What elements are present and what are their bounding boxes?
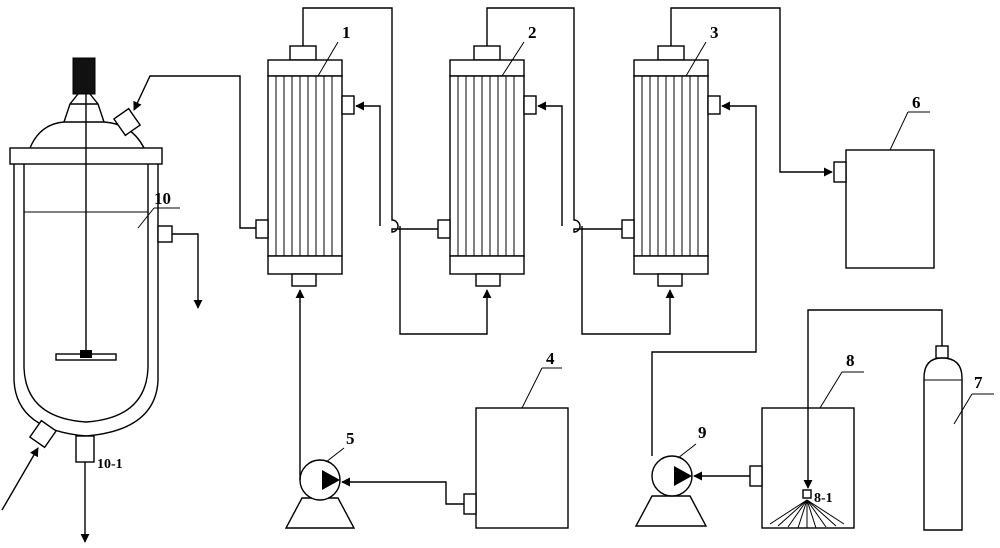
reactor-bottom-inlet [28,419,58,449]
pump-5 [284,459,356,529]
label-4: 4 [546,349,555,368]
reactor-top-nozzle [112,107,142,137]
motor [72,57,96,95]
pipe-coolant-3-in [651,101,757,456]
condenser-1 [255,45,355,287]
reactor-side-nozzle [157,225,173,243]
label-8-1: 8-1 [814,491,833,506]
pipe-tank4-to-pump5 [341,477,464,505]
condenser-3 [621,45,721,287]
label-10-1: 10-1 [97,457,123,472]
pipe-coolant-2-return [537,101,563,226]
nozzle-8-1 [769,489,845,529]
leader-2 [501,41,525,77]
label-7: 7 [974,373,983,392]
reactor-bottom-outlet [75,435,95,463]
leader-3 [685,41,707,77]
pipe-vapor-line [133,75,256,229]
pipe-coolant-2-out [581,226,675,335]
leader-10-b [137,207,155,229]
condenser-2 [437,45,537,287]
leader-7-b [953,393,973,425]
pipe-side-outlet [172,233,203,309]
label-9: 9 [698,423,707,442]
label-5: 5 [346,429,355,448]
label-10: 10 [154,189,171,208]
reactor-vessel [23,164,149,423]
pipe-cylinder7-to-nozzle [803,309,943,489]
motor-stand [63,93,105,123]
gas-cylinder-7 [923,345,963,531]
pipe-coolant-1-return [355,101,381,226]
pipe-top-2-to-3 [486,7,622,233]
label-2: 2 [528,23,537,42]
leader-4-b [521,367,543,409]
leader-9 [677,443,697,459]
leader-8-b [819,371,843,409]
leader-1 [317,41,339,77]
leader-5 [325,447,345,463]
pipe-top-3-to-6 [670,7,833,177]
pipe-coolant-1-out [399,226,492,335]
leader-6-b [889,111,909,151]
label-6: 6 [912,93,921,112]
label-1: 1 [342,23,351,42]
pump-9 [634,455,708,527]
pipe-top-1-to-2 [302,7,438,233]
reactor-10 [9,57,173,463]
label-3: 3 [710,23,719,42]
label-8: 8 [846,351,855,370]
tank-8 [749,407,855,529]
agitator-hub [80,350,92,358]
tank-4 [463,407,569,529]
tank-6 [833,149,935,269]
reactor-dome [29,121,145,149]
pipe-bottom-inlet [1,447,39,511]
